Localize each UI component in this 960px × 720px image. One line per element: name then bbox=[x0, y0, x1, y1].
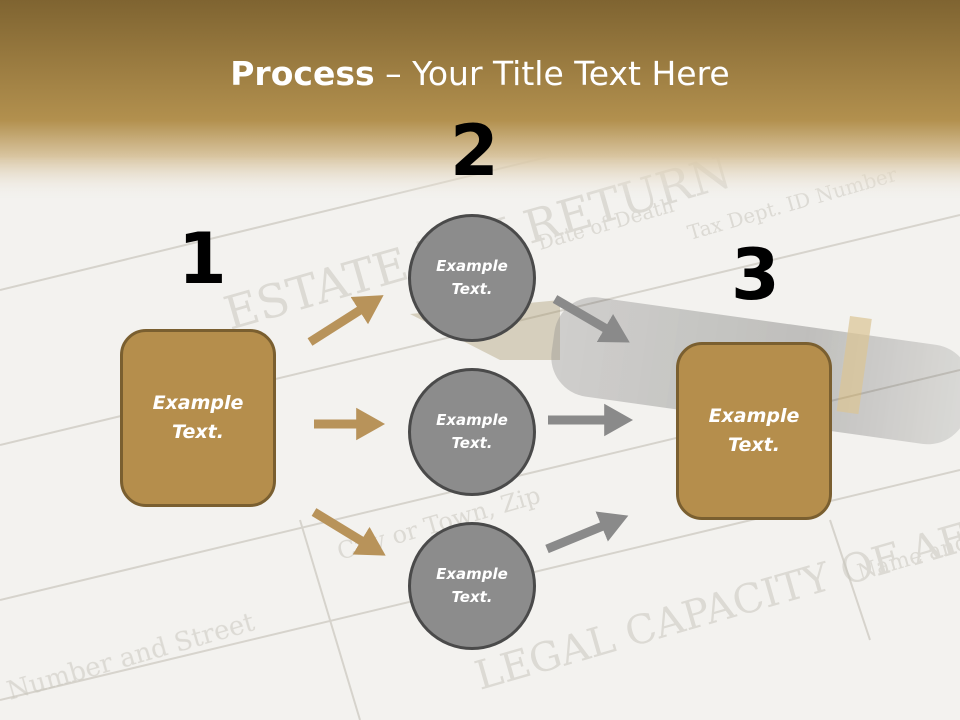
step-number-2: 2 bbox=[450, 110, 499, 192]
step-number-3: 3 bbox=[731, 234, 780, 316]
step-1-line1: Example bbox=[152, 392, 244, 414]
circle-bottom-line2: Text. bbox=[451, 588, 493, 606]
step-3-line1: Example bbox=[708, 405, 800, 427]
circle-bottom-line1: Example bbox=[436, 565, 508, 583]
circle-middle-line2: Text. bbox=[451, 434, 493, 452]
step-3-line2: Text. bbox=[728, 434, 780, 456]
step-number-1: 1 bbox=[178, 218, 227, 300]
circle-top-line2: Text. bbox=[451, 280, 493, 298]
circle-top-line1: Example bbox=[436, 257, 508, 275]
page-title: Process – Your Title Text Here bbox=[0, 52, 960, 96]
title-bold: Process bbox=[230, 54, 375, 93]
circle-middle-line1: Example bbox=[436, 411, 508, 429]
title-rest: – Your Title Text Here bbox=[374, 54, 730, 93]
step-1-line2: Text. bbox=[172, 421, 224, 443]
